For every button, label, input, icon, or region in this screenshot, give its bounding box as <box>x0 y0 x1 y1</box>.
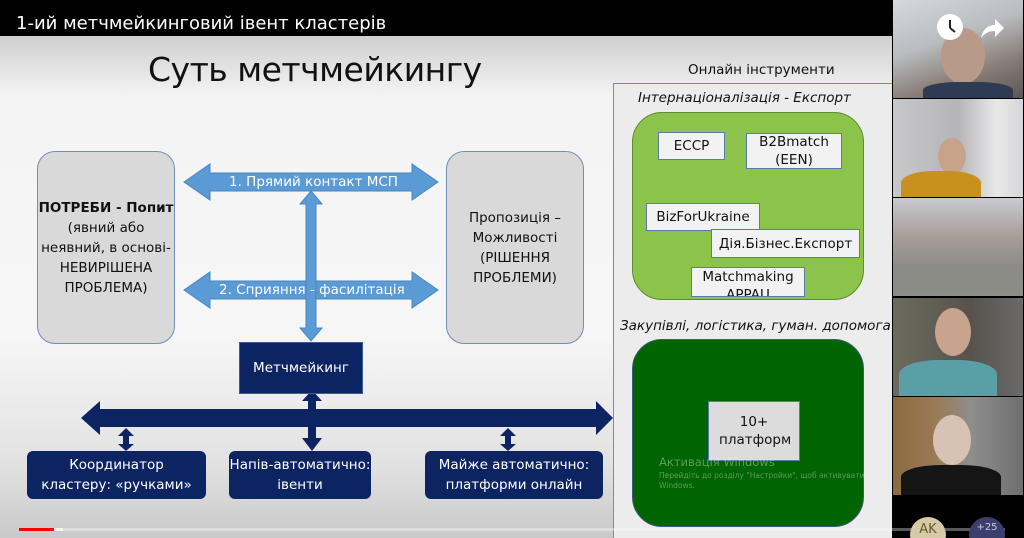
coordinator-box: Координатор кластеру: «ручками» <box>27 451 206 499</box>
participant-tile[interactable] <box>893 198 1023 296</box>
participant-tile[interactable] <box>893 397 1023 495</box>
arrow-bus-to-events <box>302 427 322 451</box>
slide-title: Суть метчмейкингу <box>148 50 482 89</box>
platforms-box: Майже автоматично: платформи онлайн <box>425 451 603 499</box>
needs-bold: ПОТРЕБИ - Попит <box>38 199 174 216</box>
platforms-count-label: 10+ платформ <box>719 414 792 448</box>
arrow-horizontal-bus <box>81 401 613 435</box>
online-tools-title: Онлайн інструменти <box>688 62 835 78</box>
platforms-line2: платформи онлайн <box>445 477 583 493</box>
tool-diia-business-export: Дія.Бізнес.Експорт <box>711 229 860 258</box>
participant-face <box>938 138 966 174</box>
watermark-subtitle: Перейдіть до розділу "Настройки", щоб ак… <box>659 471 865 490</box>
arrow-vertical-link <box>298 190 324 342</box>
participant-body <box>901 465 1001 495</box>
participant-face <box>933 415 971 465</box>
platforms-count-box: 10+ платформ <box>708 401 800 461</box>
video-title[interactable]: 1-ий метчмейкинговий івент кластерів <box>16 13 387 34</box>
share-button[interactable] <box>979 16 1005 42</box>
procurement-section-title: Закупівлі, логістика, гуман. допомога <box>620 318 891 334</box>
share-arrow-icon <box>981 19 1004 38</box>
coordinator-line2: кластеру: «ручками» <box>41 477 192 493</box>
arrow-bus-to-coordinator <box>118 428 134 451</box>
tool-b2bmatch: B2Bmatch (EEN) <box>746 133 842 169</box>
offer-text: Пропозиція – Можливості (РІШЕННЯ ПРОБЛЕМ… <box>468 209 562 286</box>
windows-activation-watermark: Активація Windows Перейдіть до розділу "… <box>659 455 869 491</box>
participant-body <box>923 82 1013 98</box>
arrow2-label: 2. Сприяння - фасилітація <box>219 282 405 298</box>
tool-matchmaking-appau: Matchmaking APPAU <box>691 267 805 297</box>
presentation-slide: Суть метчмейкингу ПОТРЕБИ - Попит (явний… <box>0 36 892 538</box>
watermark-title: Активація Windows <box>659 455 775 469</box>
participants-panel <box>892 0 1024 538</box>
watch-later-button[interactable] <box>937 14 963 40</box>
diagram-arrows <box>81 163 613 451</box>
matchmaking-box: Метчмейкинг <box>239 342 363 394</box>
participant-face <box>935 308 971 356</box>
offer-box: Пропозиція – Можливості (РІШЕННЯ ПРОБЛЕМ… <box>446 151 584 344</box>
arrow-bus-to-platforms <box>500 428 516 451</box>
arrow-mm-to-bus <box>302 390 322 409</box>
tool-matchmaking-appau-label: Matchmaking APPAU <box>702 269 794 297</box>
tool-eccp: ECCP <box>658 132 725 160</box>
events-box: Напів-автоматично: івенти <box>229 451 371 499</box>
arrow-direct-contact <box>183 163 439 201</box>
export-section-title: Інтернаціоналізація - Експорт <box>638 90 851 106</box>
video-progress-bar[interactable] <box>19 528 1005 531</box>
needs-text: (явний або неявний, в основі- НЕВИРІШЕНА… <box>41 219 171 296</box>
tool-bizforukraine: BizForUkraine <box>646 203 760 231</box>
events-line1: Напів-автоматично: <box>229 457 371 473</box>
participant-tile[interactable] <box>893 298 1023 396</box>
participant-avatar[interactable]: AK <box>910 517 946 538</box>
video-title-bar: 1-ий метчмейкинговий івент кластерів <box>0 0 892 36</box>
arrow1-label: 1. Прямий контакт МСП <box>229 174 398 190</box>
participant-tile[interactable] <box>893 99 1023 197</box>
more-participants-badge[interactable]: +25 <box>969 517 1005 538</box>
clock-icon <box>949 20 956 33</box>
needs-box: ПОТРЕБИ - Попит (явний або неявний, в ос… <box>37 151 175 344</box>
participant-body <box>901 171 981 197</box>
platforms-line1: Майже автоматично: <box>438 457 590 473</box>
matchmaking-label: Метчмейкинг <box>253 360 349 376</box>
tool-b2bmatch-label: B2Bmatch (EEN) <box>759 134 829 168</box>
events-line2: івенти <box>277 477 323 493</box>
participant-body <box>899 360 997 396</box>
progress-played <box>19 528 55 531</box>
coordinator-line1: Координатор <box>69 457 164 473</box>
